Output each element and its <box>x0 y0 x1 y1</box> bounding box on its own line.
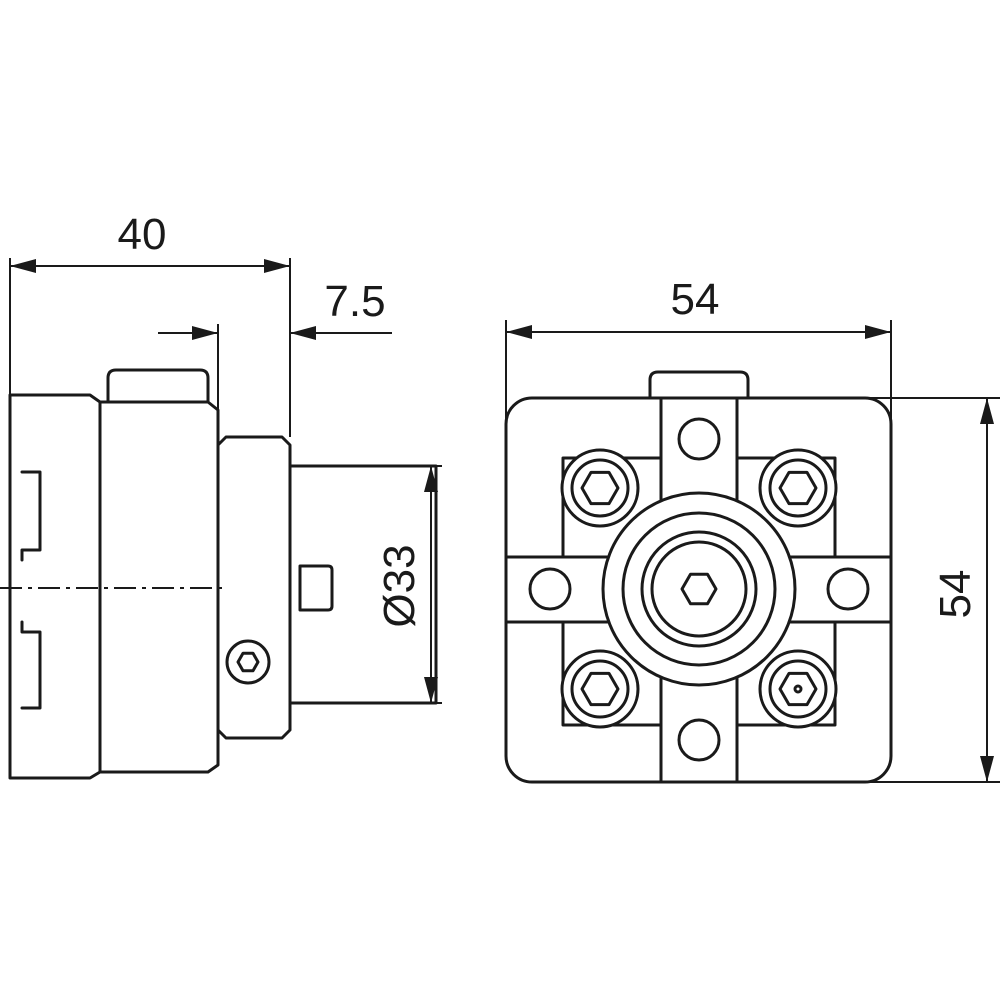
screw-counterbore <box>768 659 828 719</box>
hub <box>640 530 758 648</box>
arrowhead <box>290 326 316 340</box>
cap-screw-bottom-right <box>758 649 838 729</box>
cap-screw-top-left <box>560 448 640 528</box>
cap-screw-top-right <box>758 448 838 528</box>
step-ring <box>216 435 292 740</box>
hub-inner <box>650 540 748 638</box>
arm-hole-right <box>826 567 870 611</box>
offset-label: 7.5 <box>324 277 385 326</box>
hex-socket-icon <box>680 572 718 606</box>
arrowhead <box>865 325 891 339</box>
arrowhead <box>264 259 290 273</box>
side-dimensions: 40 7.5 Ø33 <box>9 210 442 704</box>
diameter-label: Ø33 <box>375 544 424 627</box>
left-slot-bottom <box>20 620 42 710</box>
hex-socket-icon <box>580 470 620 506</box>
hex-socket-icon <box>580 671 620 707</box>
set-screw <box>225 639 271 685</box>
height-label: 54 <box>931 570 980 619</box>
arm-hole-left <box>528 567 572 611</box>
arrowhead <box>10 259 36 273</box>
cap-screw-bottom-left <box>560 649 640 729</box>
front-dimensions: 54 54 <box>505 275 1000 783</box>
side-view <box>0 368 438 780</box>
hex-socket-icon <box>778 470 818 506</box>
arrowhead <box>506 325 532 339</box>
center-dot <box>793 684 803 694</box>
length-label: 40 <box>118 210 167 259</box>
hex-socket-icon <box>236 651 260 673</box>
hub-ring <box>621 511 777 667</box>
set-screw-head <box>225 639 271 685</box>
arm-hole-top <box>677 417 721 461</box>
screw-counterbore <box>570 659 630 719</box>
arrowhead <box>980 398 994 424</box>
top-pin <box>106 368 210 404</box>
screw-counterbore <box>768 458 828 518</box>
arm-hole-bottom <box>677 718 721 762</box>
arrowhead <box>424 677 438 703</box>
arrowhead <box>424 466 438 492</box>
width-label: 54 <box>671 275 720 324</box>
arrowhead <box>980 756 994 782</box>
key <box>298 564 334 612</box>
main-body <box>8 393 220 780</box>
inner-plate <box>561 456 837 727</box>
top-pin <box>648 370 750 400</box>
arrowhead <box>192 326 218 340</box>
left-slot-top <box>20 470 42 562</box>
front-view <box>504 370 893 784</box>
screw-counterbore <box>570 458 630 518</box>
hex-socket-icon <box>778 671 818 707</box>
